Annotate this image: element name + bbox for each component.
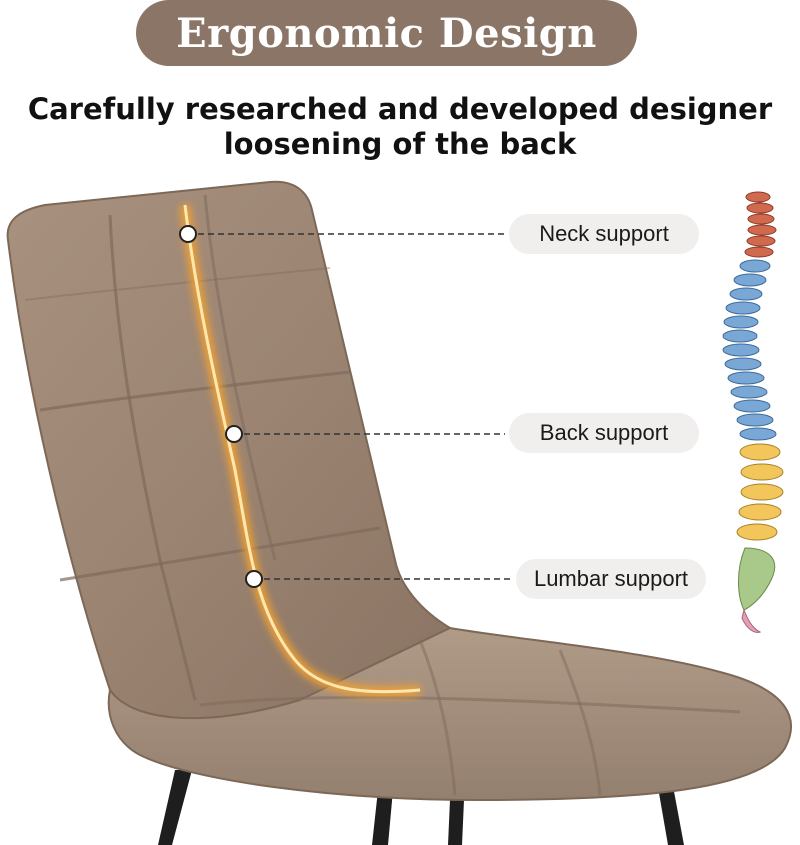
spine-curve [180, 204, 421, 697]
neck-callout-line [179, 225, 505, 243]
lumbar-callout-line [245, 570, 512, 588]
title-banner: Ergonomic Design [136, 0, 637, 66]
lumbar-support-label: Lumbar support [516, 559, 706, 599]
spine-illustration [722, 191, 784, 633]
chair-seat [107, 626, 793, 802]
back-support-text: Back support [539, 420, 669, 445]
lumbar-support-text: Lumbar support [533, 566, 689, 591]
back-support-label: Back support [509, 413, 699, 453]
subtitle-line-2: loosening of the back [223, 127, 577, 161]
subtitle-line-1: Carefully researched and developed desig… [27, 92, 773, 126]
neck-support-text: Neck support [539, 221, 669, 246]
subtitle: Carefully researched and developed desig… [0, 92, 800, 162]
neck-support-label: Neck support [509, 214, 699, 254]
chair-legs [158, 770, 684, 845]
page-title: Ergonomic Design [176, 9, 597, 57]
back-callout-line [225, 425, 505, 443]
